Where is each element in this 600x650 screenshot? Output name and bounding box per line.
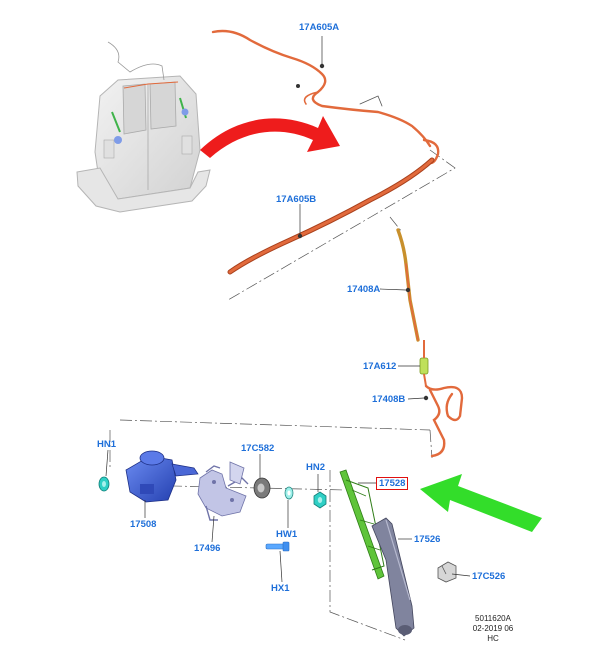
callout-17c526: 17C526 [472,571,506,582]
arm-cap [437,561,457,583]
callout-hn2: HN2 [306,462,326,473]
callout-17a605b: 17A605B [276,194,317,205]
drawing-reference: 5011620A 02-2019 06 HC [458,614,528,644]
mounting-bracket [197,461,249,521]
grommet-hn1 [98,476,110,492]
callout-hx1: HX1 [271,583,290,594]
callout-17508: 17508 [130,519,157,530]
bolt-hx1 [265,541,290,552]
drawing-date: 02-2019 06 [472,624,514,633]
callout-17408a: 17408A [347,284,381,295]
wiper-blade [339,469,385,580]
callout-17a612: 17A612 [363,361,397,372]
seal-17c582 [253,477,271,499]
drawing-ref-number: 5011620A [475,614,511,623]
callout-17408b: 17408B [372,394,406,405]
washer-hw1 [284,486,294,500]
callout-17c582: 17C582 [241,443,275,454]
wiper-arm [371,517,415,637]
callout-leaders [105,36,471,583]
connector-17a612 [419,340,429,387]
nut-hn2 [313,491,327,509]
vehicle-rear-view [76,41,211,213]
harness-17a605b [227,157,435,275]
callout-hn1: HN1 [97,439,117,450]
wiper-motor [125,450,199,503]
drawing-code: HC [487,634,499,643]
callout-17a605a: 17A605A [299,22,340,33]
red-direction-arrow [200,116,340,158]
callout-17496: 17496 [194,543,221,554]
callout-17526: 17526 [414,534,441,545]
harness-17408a [396,228,420,342]
harness-17408b [423,384,464,458]
callout-17528: 17528 [376,477,409,490]
callout-hw1: HW1 [276,529,298,540]
green-highlight-arrow [420,474,542,532]
